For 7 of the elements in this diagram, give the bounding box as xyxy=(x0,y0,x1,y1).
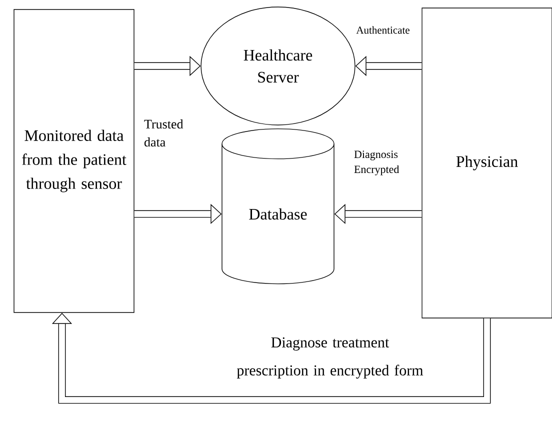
edge-label: Authenticate xyxy=(356,26,410,34)
database-cylinder: Database xyxy=(222,128,334,284)
edge-label: Diagnose treatment prescription in encrypted form xyxy=(236,337,424,379)
edge-label: Diagnosis Encrypted xyxy=(354,150,400,176)
edge-label: Trusted data xyxy=(144,119,184,147)
process-box: Physician xyxy=(422,8,552,318)
process-box: Monitored data from the patient through sensor xyxy=(14,9,134,313)
